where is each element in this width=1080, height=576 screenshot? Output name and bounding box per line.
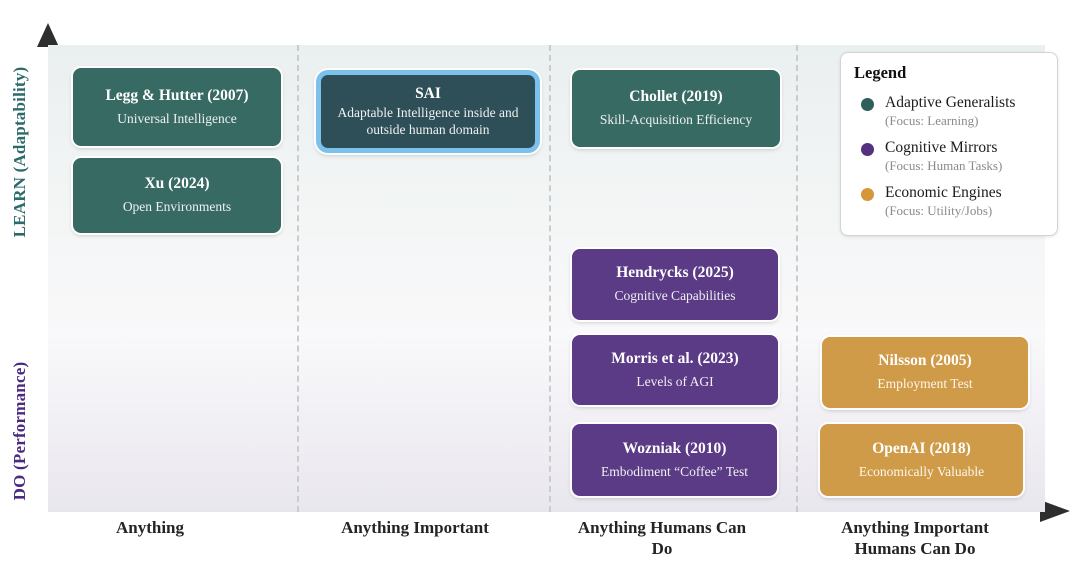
paper-box-legg-hutter: Legg & Hutter (2007) Universal Intellige…	[73, 68, 281, 146]
column-divider	[796, 45, 798, 512]
paper-box-subtitle: Skill-Acquisition Efficiency	[599, 112, 753, 128]
y-axis-arrow-icon	[37, 23, 59, 47]
paper-box-subtitle: Cognitive Capabilities	[614, 288, 736, 304]
legend-item-label: Cognitive Mirrors	[885, 139, 998, 156]
legend-item-label: Economic Engines	[885, 184, 1002, 201]
paper-box-title: Legg & Hutter (2007)	[105, 86, 249, 104]
paper-box-title: OpenAI (2018)	[872, 439, 971, 457]
paper-box-subtitle: Levels of AGI	[636, 373, 714, 389]
column-divider	[297, 45, 299, 512]
y-axis-label-do: DO (Performance)	[10, 361, 29, 501]
paper-box-chollet: Chollet (2019) Skill-Acquisition Efficie…	[572, 70, 780, 147]
paper-box-title: Nilsson (2005)	[878, 352, 972, 370]
legend-item-focus: (Focus: Learning)	[885, 113, 979, 128]
paper-box-title: Morris et al. (2023)	[611, 349, 739, 367]
paper-box-title: Xu (2024)	[144, 175, 210, 193]
y-axis-label-learn: LEARN (Adaptability)	[10, 66, 29, 238]
gold-dot-icon	[861, 188, 874, 201]
legend-item-focus: (Focus: Human Tasks)	[885, 158, 1003, 173]
legend-item-label: Adaptive Generalists	[885, 94, 1016, 111]
paper-box-nilsson: Nilsson (2005) Employment Test	[822, 337, 1028, 408]
paper-box-title: Hendrycks (2025)	[616, 264, 734, 282]
legend-item-adaptive-generalists: Adaptive Generalists (Focus: Learning)	[861, 94, 1045, 130]
teal-dot-icon	[861, 98, 874, 111]
paper-box-title: Wozniak (2010)	[622, 439, 727, 457]
paper-box-hendrycks: Hendrycks (2025) Cognitive Capabilities	[572, 249, 778, 320]
legend-item-cognitive-mirrors: Cognitive Mirrors (Focus: Human Tasks)	[861, 139, 1045, 175]
paper-box-sai-highlight-ring: SAI Adaptable Intelligence inside and ou…	[316, 70, 540, 153]
x-axis-label-anything: Anything	[115, 518, 185, 537]
paper-box-wozniak: Wozniak (2010) Embodiment “Coffee” Test	[572, 424, 777, 496]
purple-dot-icon	[861, 143, 874, 156]
legend-item-economic-engines: Economic Engines (Focus: Utility/Jobs)	[861, 184, 1045, 220]
paper-box-subtitle: Adaptable Intelligence inside and outsid…	[337, 105, 519, 137]
paper-box-xu: Xu (2024) Open Environments	[73, 158, 281, 233]
plot-area: Legg & Hutter (2007) Universal Intellige…	[48, 45, 1058, 512]
x-axis-label-anything-important-humans-can-do: Anything Important Humans Can Do	[841, 518, 989, 559]
paper-box-subtitle: Open Environments	[122, 199, 232, 215]
legend-title: Legend	[854, 63, 907, 82]
legend-item-focus: (Focus: Utility/Jobs)	[885, 203, 993, 218]
paper-box-openai: OpenAI (2018) Economically Valuable	[820, 424, 1023, 496]
paper-box-subtitle: Economically Valuable	[858, 463, 985, 479]
x-axis-label-anything-humans-can-do: Anything Humans Can Do	[577, 518, 747, 559]
paper-box-subtitle: Universal Intelligence	[117, 110, 237, 126]
paper-box-title: SAI	[415, 85, 441, 102]
paper-box-subtitle: Employment Test	[877, 376, 973, 392]
legend: Legend Adaptive Generalists (Focus: Lear…	[840, 52, 1058, 236]
paper-box-subtitle: Embodiment “Coffee” Test	[600, 463, 749, 479]
paper-box-title: Chollet (2019)	[629, 88, 723, 106]
x-axis-arrow-icon	[1040, 500, 1070, 522]
column-divider	[549, 45, 551, 512]
x-axis-label-anything-important: Anything Important	[341, 518, 489, 537]
paper-box-sai: SAI Adaptable Intelligence inside and ou…	[321, 75, 535, 148]
paper-box-morris: Morris et al. (2023) Levels of AGI	[572, 335, 778, 405]
